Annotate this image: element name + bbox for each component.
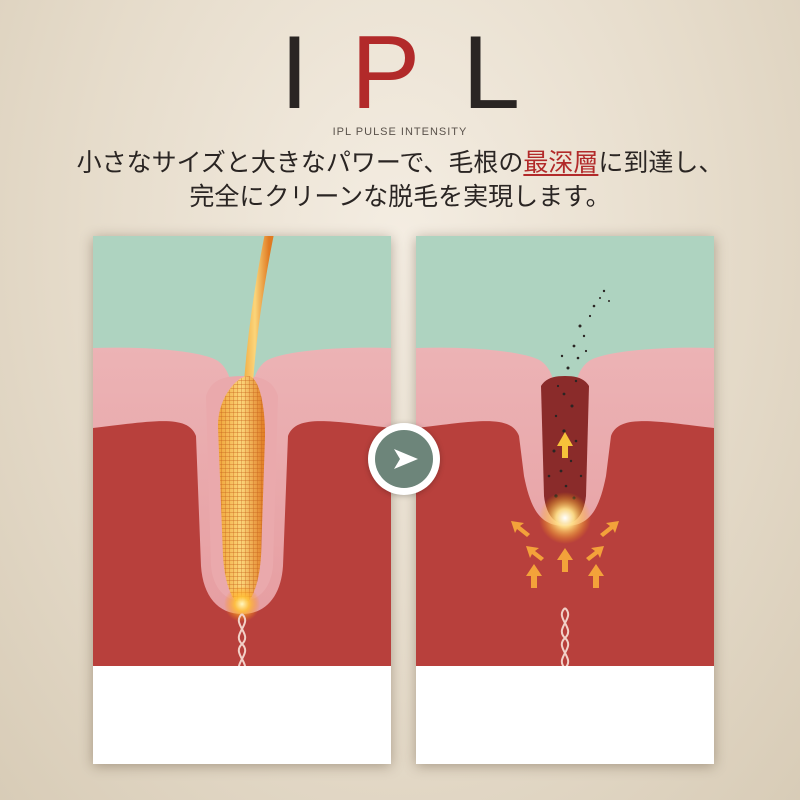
capillary-2 — [237, 613, 247, 675]
dermis — [93, 421, 391, 666]
title-letter-i: I — [279, 15, 351, 131]
page-title: IPL — [0, 18, 800, 128]
description-line-2: 完全にクリーンな脱毛を実現します。 — [189, 182, 611, 211]
hair-follicle-illustration — [93, 236, 391, 764]
panel-footer — [93, 666, 391, 764]
destroyed-follicle-illustration — [416, 236, 714, 764]
heat-glow — [224, 586, 260, 622]
description-line-1: 小さなサイズと大きなパワーで、毛根の最深層に到達し、 — [0, 146, 800, 180]
next-arrow-button[interactable] — [368, 423, 440, 495]
hair-shaft — [236, 236, 274, 441]
heat-grid — [218, 376, 265, 604]
after-illustration-panel — [416, 236, 714, 764]
description-text-1: 小さなサイズと大きなパワーで、毛根の — [76, 148, 524, 177]
before-illustration-panel — [93, 236, 391, 764]
description-text-2: に到達し、 — [598, 148, 724, 177]
title-letter-p: P — [350, 15, 463, 131]
upward-arrow — [557, 432, 573, 458]
subtitle: IPL PULSE INTENSITY — [332, 126, 468, 138]
title-letter-l: L — [462, 15, 563, 131]
description-highlight: 最深層 — [523, 148, 599, 177]
pulse-glow — [539, 492, 591, 544]
panel-footer — [416, 666, 714, 764]
description: 小さなサイズと大きなパワーで、毛根の最深層に到達し、 完全にクリーンな脱毛を実現… — [0, 146, 800, 214]
capillary-2 — [560, 607, 570, 669]
energy-arrows — [511, 521, 619, 588]
arrow-right-icon — [394, 449, 418, 469]
